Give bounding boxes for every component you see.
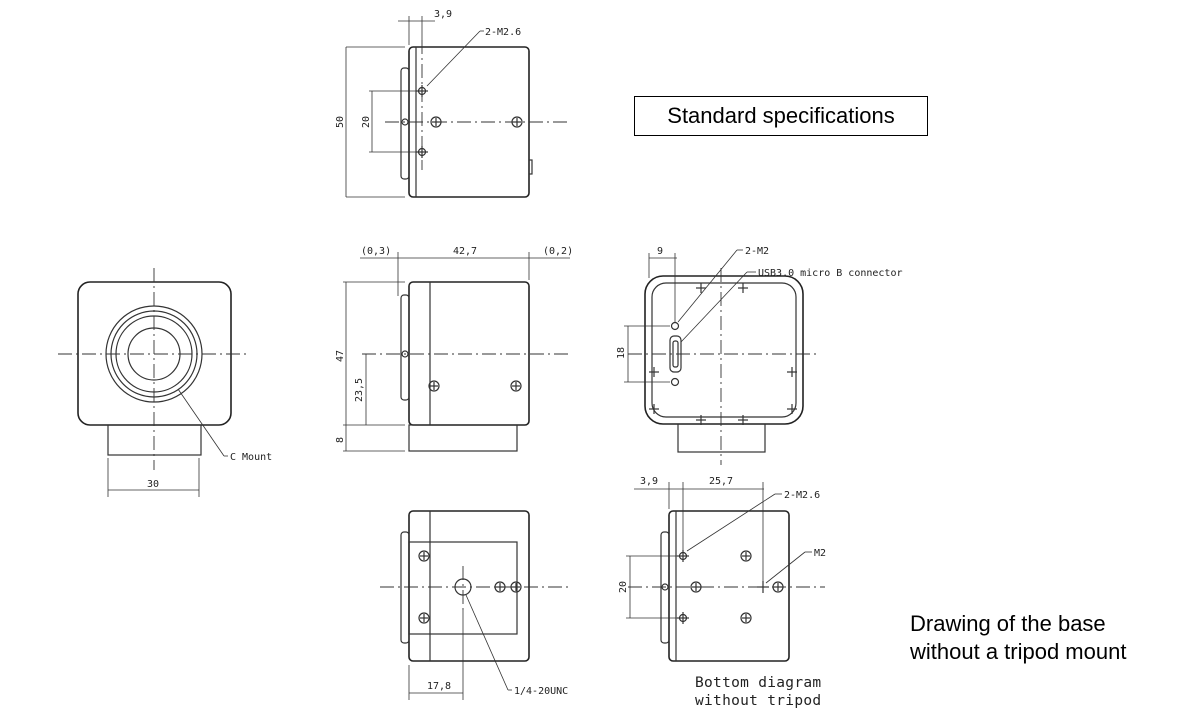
side-gap-left-dimension: (0,3) [361, 246, 391, 257]
rear-screw-callout: 2-M2 [745, 246, 769, 257]
side-view [343, 252, 570, 452]
bottom-distance-dimension: 17,8 [427, 681, 451, 692]
base-drawing-note: Drawing of the base without a tripod mou… [910, 610, 1126, 666]
front-view [58, 268, 250, 497]
base-view [626, 482, 825, 662]
base-note-line-1: Drawing of the base [910, 611, 1106, 636]
side-gap-right-dimension: (0,2) [543, 246, 573, 257]
side-length-dimension: 42,7 [453, 246, 477, 257]
bottom-caption-line-1: Bottom diagram [695, 675, 822, 691]
rear-spacing-dimension: 18 [616, 347, 627, 359]
rear-offset-dimension: 9 [657, 246, 663, 257]
top-view [345, 16, 568, 198]
base-distance-dimension: 25,7 [709, 476, 733, 487]
tripod-thread-callout: 1/4-20UNC [514, 686, 568, 697]
base-note-line-2: without a tripod mount [910, 639, 1127, 664]
bottom-caption-line-2: without tripod [695, 693, 822, 709]
base-offset-dimension: 3,9 [640, 476, 658, 487]
bottom-view [380, 510, 570, 700]
side-height-dimension: 47 [335, 350, 346, 362]
top-offset-dimension: 3,9 [434, 9, 452, 20]
top-spacing-dimension: 20 [361, 116, 372, 128]
rear-view [624, 249, 818, 465]
c-mount-callout: C Mount [230, 452, 272, 463]
base-spacing-dimension: 20 [618, 581, 629, 593]
top-height-dimension: 50 [335, 116, 346, 128]
base-screw-callout: 2-M2.6 [784, 490, 820, 501]
side-base-dimension: 8 [335, 437, 346, 443]
usb-connector-callout: USB3.0 micro B connector [758, 268, 903, 279]
standard-specifications-label: Standard specifications [634, 96, 928, 136]
top-screw-callout: 2-M2.6 [485, 27, 521, 38]
bottom-diagram-caption: Bottom diagram without tripod [695, 674, 821, 710]
side-center-dimension: 23,5 [354, 378, 365, 402]
front-width-dimension: 30 [147, 479, 159, 490]
base-center-screw-callout: M2 [814, 548, 826, 559]
